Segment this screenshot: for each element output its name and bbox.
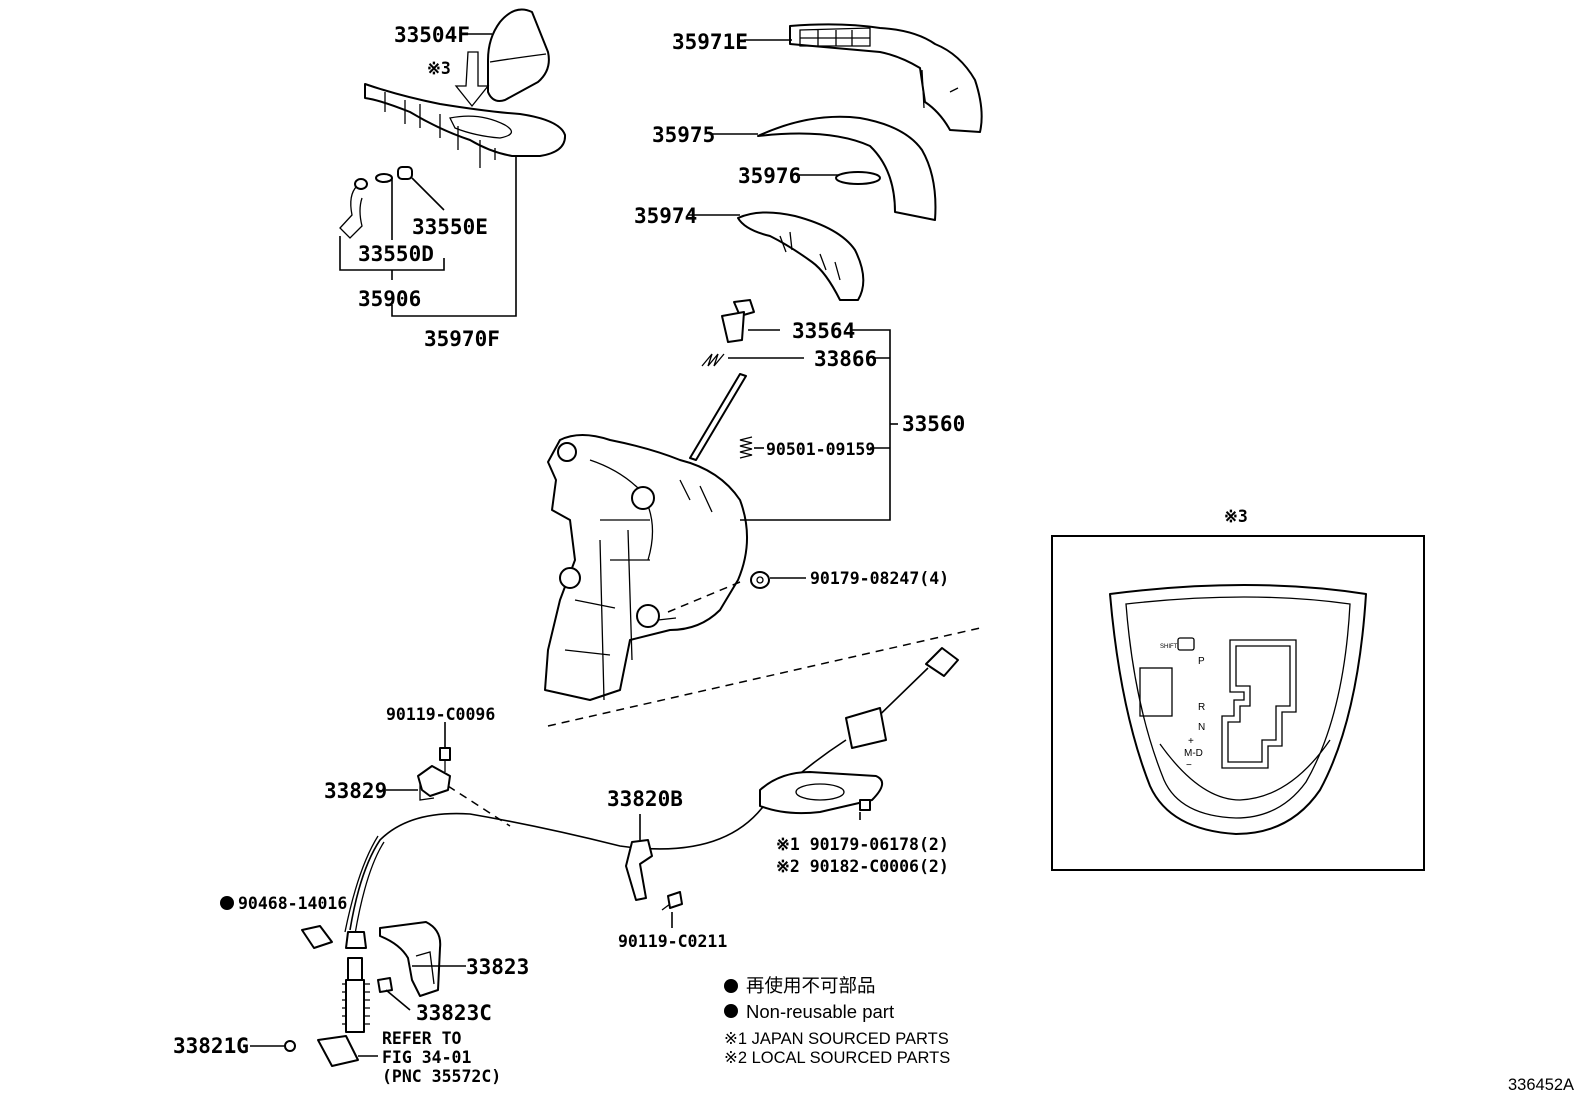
refer-line-2: FIG 34-01: [382, 1048, 471, 1067]
bulb-wire-drawing: [339, 185, 363, 239]
bezel-group: [737, 23, 983, 301]
bracket-33829-drawing: [417, 765, 451, 797]
label-33829: 33829: [324, 779, 387, 803]
cable-bracket-drawing: [759, 771, 883, 815]
bezel-sheet-drawing: [757, 115, 937, 221]
small-cover-drawing: [737, 211, 865, 301]
drawing-number: 336452A: [1508, 1076, 1574, 1094]
gate-inset: SHIFT P R N + M-D −: [1051, 535, 1425, 871]
label-33564: 33564: [792, 319, 855, 343]
label-33504F: 33504F: [394, 23, 470, 47]
label-90119-C0096: 90119-C0096: [386, 705, 495, 724]
label-33560: 33560: [902, 412, 965, 436]
label-90182-C0006: ※2 90182-C0006(2): [776, 857, 949, 876]
refer-line-1: REFER TO: [382, 1029, 462, 1048]
label-33550D: 33550D: [358, 242, 434, 266]
refer-line-3: (PNC 35572C): [382, 1067, 501, 1086]
gate-label-n: N: [1198, 722, 1205, 733]
cable-assembly: [284, 647, 959, 1067]
indicator-housing-drawing: [789, 23, 983, 133]
legend-note-1: ※1 JAPAN SOURCED PARTS: [724, 1030, 949, 1048]
top-right-leaders: [688, 39, 838, 216]
bottom-leaders: [250, 722, 861, 1057]
insert-arrow-drawing: [454, 51, 490, 108]
label-35974: 35974: [634, 204, 697, 228]
middle-leaders: [547, 329, 981, 727]
label-35970F: 35970F: [424, 327, 500, 351]
label-33550E: 33550E: [412, 215, 488, 239]
legend-note-2: ※2 LOCAL SOURCED PARTS: [724, 1049, 950, 1067]
gate-label-plus: +: [1188, 736, 1194, 747]
legend-non-reusable-jp: 再使用不可部品: [746, 975, 876, 996]
label-35971E: 35971E: [672, 30, 748, 54]
inset-title: ※3: [1224, 507, 1248, 526]
control-cable-drawing: [349, 739, 847, 931]
legend-non-reusable-en: Non-reusable part: [746, 1001, 894, 1022]
gate-label-minus: −: [1186, 760, 1192, 771]
label-35906: 35906: [358, 287, 421, 311]
gate-label-p: P: [1198, 656, 1205, 667]
shift-knob-drawing: [487, 8, 550, 102]
label-33820B: 33820B: [607, 787, 683, 811]
shift-lever-assembly: [544, 299, 770, 701]
label-33823: 33823: [466, 955, 529, 979]
console-plate-drawing: [364, 83, 567, 157]
label-33866: 33866: [814, 347, 877, 371]
label-33821G: 33821G: [173, 1034, 249, 1058]
label-35976: 35976: [738, 164, 801, 188]
label-90179-06178: ※1 90179-06178(2): [776, 835, 949, 854]
label-90501-09159: 90501-09159: [766, 440, 875, 459]
cable-cover-drawing: [379, 921, 442, 997]
label-90179-08247: 90179-08247(4): [810, 569, 949, 588]
top-left-leaders: [339, 33, 517, 317]
gate-label-r: R: [1198, 702, 1205, 713]
svg-text:SHIFT: SHIFT: [1160, 644, 1178, 650]
lever-base-drawing: [544, 434, 748, 701]
gate-slot: [1227, 645, 1291, 763]
non-reusable-bullet: [220, 896, 234, 910]
knob-group: [339, 8, 567, 239]
label-33823C: 33823C: [416, 1001, 492, 1025]
legend-bullet-jp: [724, 979, 738, 993]
label-35975: 35975: [652, 123, 715, 147]
label-90468-14016: 90468-14016: [238, 894, 347, 913]
gate-plate-outline: [1109, 584, 1367, 835]
label-note3-top: ※3: [427, 59, 451, 78]
legend-bullet-en: [724, 1004, 738, 1018]
gate-label-md: M-D: [1184, 748, 1203, 759]
label-90119-C0211: 90119-C0211: [618, 932, 727, 951]
